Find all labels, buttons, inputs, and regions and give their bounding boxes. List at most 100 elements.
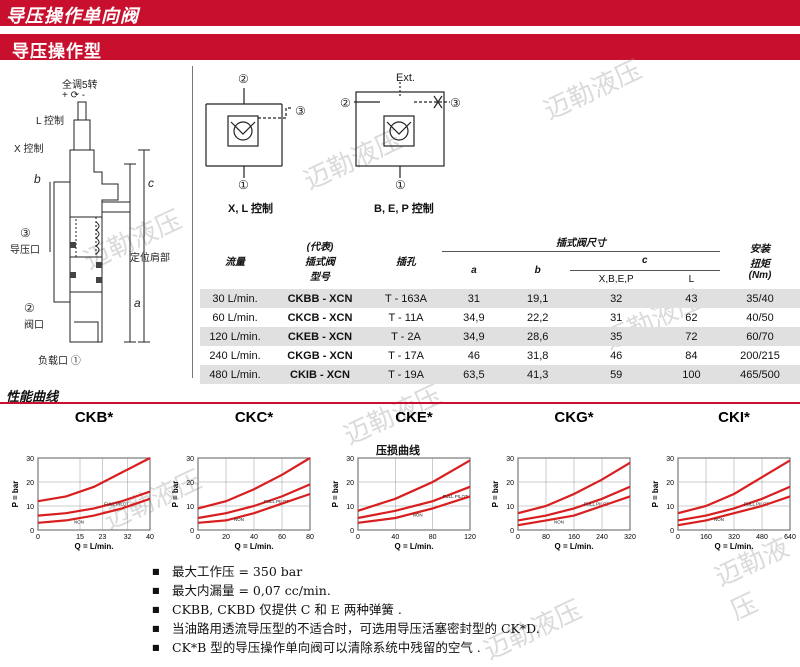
symbol2-port-1: ① <box>395 178 406 192</box>
symbol2-ext: Ext. <box>396 72 415 84</box>
y-tick-label: 20 <box>26 480 34 487</box>
y-tick-label: 10 <box>506 504 514 511</box>
y-tick-label: 0 <box>30 528 34 535</box>
cell-a: 31 <box>467 292 481 305</box>
y-axis-label: P = bar <box>11 481 20 508</box>
label-plus-minus: + ⟳ - <box>62 90 86 101</box>
y-tick-label: 10 <box>26 504 34 511</box>
series-line <box>677 495 791 527</box>
cell-a: 46 <box>467 349 481 362</box>
cell-model: CKBB - XCN <box>287 292 353 305</box>
label-valve-port-num: ② <box>24 301 35 315</box>
list-item: CKBB, CKBD 仅提供 C 和 E 两种弹簧 . <box>152 600 540 619</box>
series-label: FULL PILOT <box>584 501 609 506</box>
y-tick-label: 30 <box>506 456 514 463</box>
col-c: c <box>569 251 720 271</box>
series-line <box>197 457 311 510</box>
symbol2-port-3: ③ <box>450 96 461 110</box>
page-title: 导压操作单向阀 <box>6 6 139 26</box>
label-pilot-port: 导压口 <box>10 245 40 256</box>
col-flow: 流量 <box>225 257 245 268</box>
col-c1: X,B,E,P <box>598 274 634 286</box>
divider <box>192 66 193 378</box>
section-bar: 导压操作型 <box>0 34 800 61</box>
chart-title: CKG* <box>554 409 593 426</box>
y-tick-label: 10 <box>346 504 354 511</box>
y-tick-label: 20 <box>186 480 194 487</box>
y-tick-label: 30 <box>666 456 674 463</box>
symbol1-port-3: ③ <box>295 104 306 118</box>
cell-c2: 84 <box>685 349 698 362</box>
chart-title: CKB* <box>75 409 113 426</box>
x-tick-label: 0 <box>36 534 40 541</box>
x-tick-label: 0 <box>356 534 360 541</box>
cell-flow: 30 L/min. <box>212 292 258 305</box>
x-tick-label: 0 <box>196 534 200 541</box>
cell-cavity: T - 2A <box>391 330 421 343</box>
y-tick-label: 30 <box>186 456 194 463</box>
list-item: 当油路用透流导压型的不适合时，可选用导压活塞密封型的 CK*D. <box>152 619 540 638</box>
y-tick-label: 0 <box>670 528 674 535</box>
x-tick-label: 40 <box>146 534 154 541</box>
watermark: 迈勒液压 <box>539 55 647 127</box>
label-adjust: 全调5转 <box>62 80 98 91</box>
col-c2: L <box>688 274 695 286</box>
cell-c2: 62 <box>685 311 698 324</box>
symbol2-port-2: ② <box>340 96 351 110</box>
cell-b: 31,8 <box>526 349 549 362</box>
chart-title: CKC* <box>235 409 273 426</box>
cell-torque: 200/215 <box>740 349 780 362</box>
cell-a: 63,5 <box>463 368 485 381</box>
x-tick-label: 640 <box>784 534 796 541</box>
cell-torque: 465/500 <box>740 368 780 381</box>
cell-cavity: T - 11A <box>388 311 424 324</box>
x-axis-label: Q = L/min. <box>75 542 114 551</box>
cell-torque: 40/50 <box>746 311 774 324</box>
cell-flow: 240 L/min. <box>209 349 261 362</box>
y-tick-label: 10 <box>666 504 674 511</box>
series-line <box>357 485 471 520</box>
col-model: (代表) 插式阀 型号 <box>305 242 335 283</box>
spec-notes: 最大工作压 = 350 bar最大内漏量 = 0,07 cc/min.CKBB,… <box>152 562 540 657</box>
cell-c1: 32 <box>610 292 623 305</box>
series-line <box>517 495 631 527</box>
cell-model: CKIB - XCN <box>290 368 350 381</box>
cell-c2: 100 <box>682 368 701 381</box>
label-shoulder: 定位肩部 <box>130 253 170 264</box>
series-line <box>677 459 791 515</box>
x-axis-label: Q = L/min. <box>395 542 434 551</box>
cell-cavity: T - 17A <box>388 349 424 362</box>
x-tick-label: 60 <box>278 534 286 541</box>
x-tick-label: 80 <box>542 534 550 541</box>
x-tick-label: 15 <box>76 534 84 541</box>
series-line <box>197 492 311 524</box>
cell-model: CKEB - XCN <box>287 330 353 343</box>
cell-c1: 46 <box>610 349 623 362</box>
col-b: b <box>534 264 541 276</box>
y-axis-label: P = bar <box>651 481 660 508</box>
cartridge-cutaway-drawing <box>49 101 150 343</box>
list-item: 最大工作压 = 350 bar <box>152 562 540 581</box>
y-tick-label: 20 <box>506 480 514 487</box>
symbol-bep-control <box>354 82 450 178</box>
label-c: c <box>148 176 154 190</box>
y-tick-label: 10 <box>186 504 194 511</box>
x-tick-label: 240 <box>596 534 608 541</box>
x-tick-label: 0 <box>676 534 680 541</box>
x-tick-label: 80 <box>429 534 437 541</box>
y-tick-label: 30 <box>26 456 34 463</box>
plot-frame <box>37 457 151 531</box>
x-tick-label: 480 <box>756 534 768 541</box>
y-axis-label: P = bar <box>171 481 180 508</box>
cell-a: 34,9 <box>463 330 485 343</box>
list-item: 最大内漏量 = 0,07 cc/min. <box>152 581 540 600</box>
x-axis-label: Q = L/min. <box>555 542 594 551</box>
